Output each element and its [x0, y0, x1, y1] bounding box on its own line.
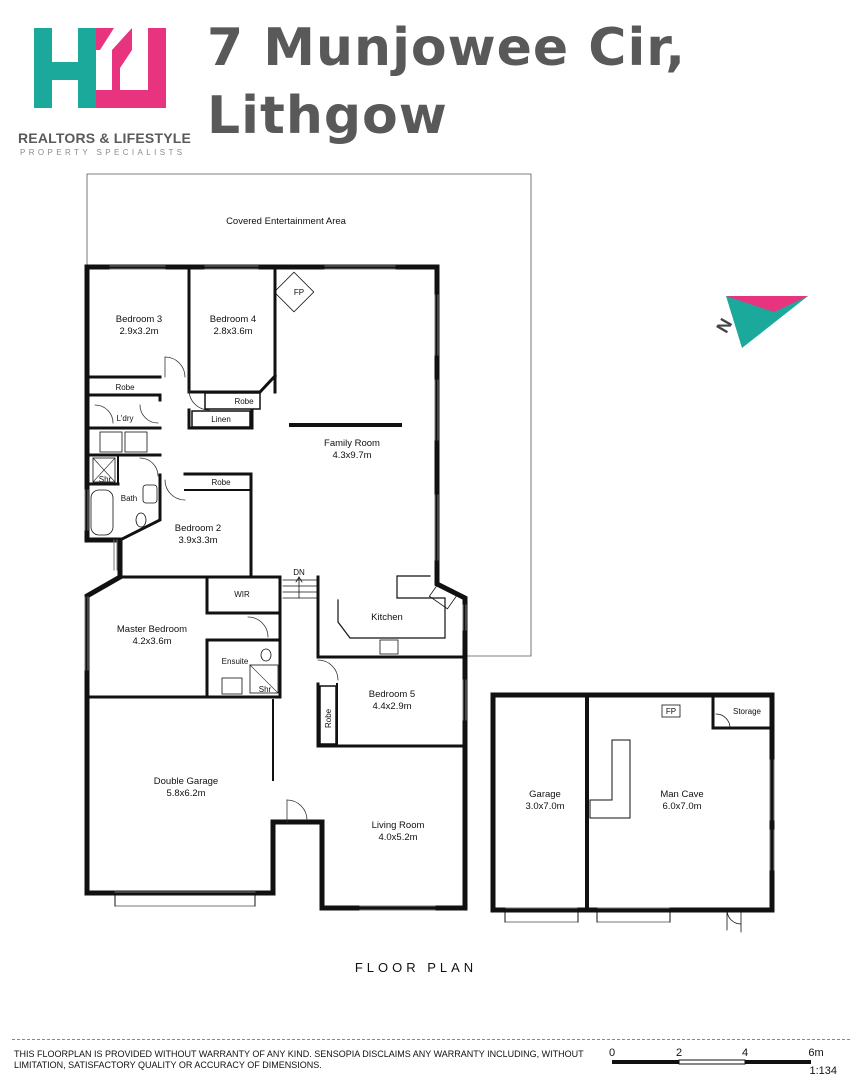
bedroom-3-label: Bedroom 3	[116, 314, 162, 325]
scale-tick-2: 2	[676, 1047, 682, 1059]
address-line-1: 7 Munjowee Cir,	[207, 18, 687, 78]
bedroom-2-size: 3.9x3.3m	[178, 535, 217, 546]
stairs-down-label: DN	[293, 568, 305, 577]
logo-tagline: REALTORS & LIFESTYLE	[18, 130, 192, 146]
bath-label: Bath	[121, 494, 137, 503]
man-cave-fireplace-label: FP	[666, 707, 676, 716]
man-cave-size: 6.0x7.0m	[662, 801, 701, 812]
master-bedroom-size: 4.2x3.6m	[132, 636, 171, 647]
bedroom-4-size: 2.8x3.6m	[213, 326, 252, 337]
company-logo: REALTORS & LIFESTYLE PROPERTY SPECIALIST…	[8, 10, 198, 157]
bedroom-2-label: Bedroom 2	[175, 523, 221, 534]
west-wall-upper	[84, 264, 123, 700]
scale-tick-4: 4	[742, 1047, 748, 1059]
garage-label: Garage	[529, 789, 561, 800]
covered-area-outline	[86, 173, 532, 657]
family-room-label: Family Room	[324, 438, 380, 449]
living-room-size: 4.0x5.2m	[378, 832, 417, 843]
footer-divider	[12, 1039, 850, 1040]
fireplace-label: FP	[294, 288, 304, 297]
property-address: 7 Munjowee Cir, Lithgow	[207, 14, 686, 150]
scale-tick-0: 0	[609, 1047, 615, 1059]
garage-wall	[84, 694, 468, 911]
floor-plan-caption-text: FLOOR PLAN	[354, 960, 478, 975]
north-arrow-icon: N	[712, 296, 808, 348]
scale-bar: 0 2 4 6m 1:134	[609, 1047, 837, 1077]
bedroom-4-label: Bedroom 4	[210, 314, 256, 325]
robe-bed4-label: Robe	[234, 397, 254, 406]
master-bedroom-label: Master Bedroom	[117, 624, 187, 635]
bedroom-5-size: 4.4x2.9m	[372, 701, 411, 712]
house-outer-wall	[84, 264, 468, 749]
bedroom-3-size: 2.9x3.2m	[119, 326, 158, 337]
linen-label: Linen	[211, 415, 231, 424]
shower-bath-label: Shr	[99, 475, 112, 484]
address-line-2: Lithgow	[207, 86, 448, 146]
living-room-label: Living Room	[372, 820, 425, 831]
bedroom-5-label: Bedroom 5	[369, 689, 415, 700]
covered-area-label: Covered Entertainment Area	[226, 216, 347, 227]
robe-bed5-label: Robe	[324, 708, 333, 728]
ensuite-label: Ensuite	[222, 657, 249, 666]
double-garage-label: Double Garage	[154, 776, 218, 787]
disclaimer-text: This floorplan is provided without warra…	[14, 1049, 584, 1070]
logo-mark-icon	[34, 28, 166, 108]
robe-bed3-label: Robe	[115, 383, 135, 392]
man-cave-label: Man Cave	[660, 789, 703, 800]
storage-label: Storage	[733, 707, 762, 716]
shower-ensuite-label: Shr	[259, 685, 272, 694]
kitchen-bench	[337, 575, 446, 639]
laundry-label: L'dry	[116, 414, 133, 423]
family-room-size: 4.3x9.7m	[332, 450, 371, 461]
logo-subtitle: PROPERTY SPECIALISTS	[20, 148, 186, 157]
outbuilding-wall	[490, 692, 775, 913]
kitchen-label: Kitchen	[371, 612, 403, 623]
floor-plan-caption: FLOOR PLAN	[0, 960, 862, 975]
double-garage-size: 5.8x6.2m	[166, 788, 205, 799]
garage-size: 3.0x7.0m	[525, 801, 564, 812]
robe-bed2-label: Robe	[211, 478, 231, 487]
wir-label: WIR	[234, 590, 250, 599]
scale-ratio: 1:134	[809, 1065, 837, 1077]
scale-tick-6: 6m	[808, 1047, 823, 1059]
